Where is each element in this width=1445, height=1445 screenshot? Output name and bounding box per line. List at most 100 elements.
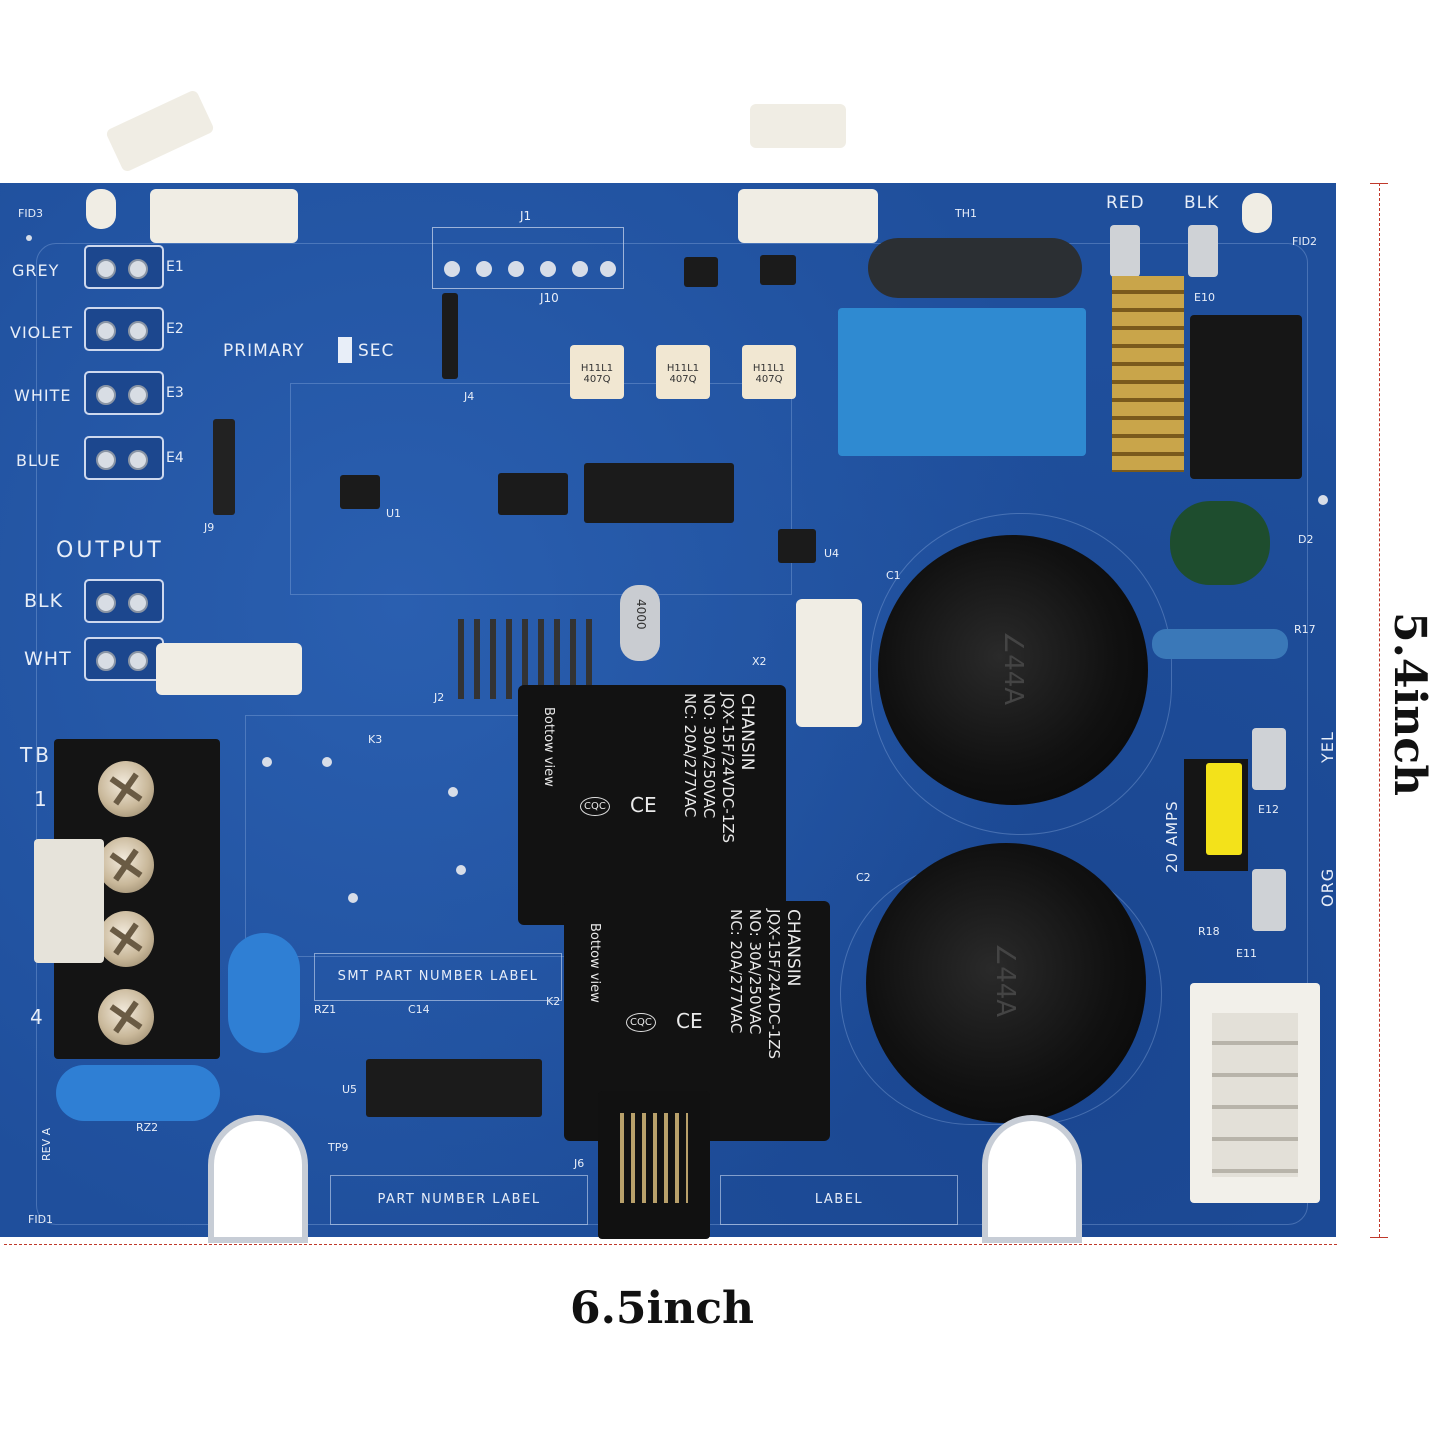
standoff-clip <box>738 189 878 243</box>
j1-pin <box>540 261 556 277</box>
rz2-label: RZ2 <box>136 1121 159 1134</box>
tb-1-label: 1 <box>34 787 50 811</box>
mounting-clip-top-left <box>104 89 216 173</box>
yel-label: YEL <box>1318 731 1337 763</box>
optocoupler-u11: H11L1 407Q <box>656 345 710 399</box>
e12-label: E12 <box>1258 803 1279 816</box>
fid3-label: FID3 <box>18 207 44 220</box>
ic-u8 <box>760 255 796 285</box>
trace-region <box>290 383 792 595</box>
output-terminal-blk[interactable] <box>84 579 164 623</box>
disk-capacitor-rz1 <box>228 933 300 1053</box>
wire-terminal-e4[interactable] <box>84 436 164 480</box>
trace-region <box>870 513 1172 835</box>
relay-blue <box>838 308 1086 456</box>
primary-label: PRIMARY <box>223 341 305 361</box>
via-hole <box>262 757 272 767</box>
j1-label: J1 <box>520 209 532 223</box>
relay-k1: CHANSIN JQX-15F/24VDC-1ZS NO: 30A/250VAC… <box>518 685 786 925</box>
tb-screw-4[interactable] <box>98 989 154 1045</box>
ic-u2 <box>498 473 568 515</box>
d2-label: D2 <box>1298 533 1314 546</box>
j1-pin <box>508 261 524 277</box>
ic-u5 <box>366 1059 542 1117</box>
ic-u4 <box>778 529 816 563</box>
output-terminal-wht[interactable] <box>84 637 164 681</box>
j1-pin <box>444 261 460 277</box>
tb-wire-lug <box>34 839 104 963</box>
wire-label-blue: BLUE <box>16 451 61 470</box>
e11-label: E11 <box>1236 947 1257 960</box>
c14-label: C14 <box>408 1003 430 1016</box>
fuse-20a[interactable] <box>1206 763 1242 855</box>
th1-label: TH1 <box>955 207 977 220</box>
label-box: LABEL <box>720 1175 958 1225</box>
fid1-label: FID1 <box>28 1213 54 1226</box>
via-hole <box>1318 495 1328 505</box>
height-dimension-tick-bottom <box>1370 1237 1388 1238</box>
x2-label: X2 <box>752 655 767 668</box>
spade-org[interactable] <box>1252 869 1286 931</box>
tb-screw-3[interactable] <box>98 911 154 967</box>
tb-4-label: 4 <box>30 1005 46 1029</box>
fid2-label: FID2 <box>1292 235 1318 248</box>
standoff-post <box>86 189 116 229</box>
resistor-r17 <box>1152 629 1288 659</box>
via-hole <box>448 787 458 797</box>
via-hole <box>26 235 32 241</box>
standoff-post <box>1242 193 1272 233</box>
output-label: OUTPUT <box>56 538 164 563</box>
j4-label: J4 <box>464 390 475 403</box>
via-hole <box>456 865 466 875</box>
c2-label: C2 <box>856 871 871 884</box>
ic-u3 <box>584 463 734 523</box>
terminal-id-e2: E2 <box>166 321 184 337</box>
capacitor-c1: ∠44A <box>878 535 1148 805</box>
j9-label: J9 <box>204 521 215 534</box>
j6-label: J6 <box>574 1157 585 1170</box>
primary-sec-block <box>338 337 352 363</box>
connector-j6[interactable] <box>598 1091 710 1239</box>
jumper-j4[interactable] <box>442 293 458 379</box>
standoff-clip <box>150 189 298 243</box>
wire-label-grey: GREY <box>12 261 60 280</box>
wire-label-white: WHITE <box>14 386 72 405</box>
spade-red[interactable] <box>1110 225 1140 277</box>
spade-yel[interactable] <box>1252 728 1286 790</box>
j2-label: J2 <box>434 691 445 704</box>
circuit-board: FID3 FID2 FID1 GREY E1 VIOLET E2 WHITE E… <box>0 183 1337 1239</box>
mounting-slot-right <box>988 1121 1076 1237</box>
wire-label-violet: VIOLET <box>10 323 74 342</box>
heatsink-brass <box>1112 276 1184 472</box>
via-hole <box>322 757 332 767</box>
wire-terminal-e2[interactable] <box>84 307 164 351</box>
width-label: 6.5inch <box>570 1283 755 1334</box>
height-dimension-tick-top <box>1370 183 1388 184</box>
terminal-block-ps[interactable] <box>1190 315 1302 479</box>
sec-label: SEC <box>358 341 395 361</box>
spade-blk[interactable] <box>1188 225 1218 277</box>
terminal-id-e1: E1 <box>166 259 184 275</box>
disk-capacitor-rz2 <box>56 1065 220 1121</box>
u4-label: U4 <box>824 547 840 560</box>
optocoupler-u12: H11L1 407Q <box>742 345 796 399</box>
terminal-id-e4: E4 <box>166 450 184 466</box>
u5-label: U5 <box>342 1083 358 1096</box>
tb-screw-2[interactable] <box>98 837 154 893</box>
tb-screw-1[interactable] <box>98 761 154 817</box>
part-number-label: PART NUMBER LABEL <box>330 1175 588 1225</box>
j1-pin <box>572 261 588 277</box>
r17-label: R17 <box>1294 623 1316 636</box>
via-hole <box>348 893 358 903</box>
j1-pin <box>600 261 616 277</box>
k2-label: K2 <box>546 995 561 1008</box>
e10-label: E10 <box>1194 291 1215 304</box>
smt-part-number-label: SMT PART NUMBER LABEL <box>314 953 562 1001</box>
c1-label: C1 <box>886 569 901 582</box>
wire-terminal-e3[interactable] <box>84 371 164 415</box>
r18-label: R18 <box>1198 925 1220 938</box>
connector-molex[interactable] <box>1190 983 1320 1203</box>
height-dimension-line <box>1379 183 1380 1237</box>
j1-pin <box>476 261 492 277</box>
wire-terminal-e1[interactable] <box>84 245 164 289</box>
